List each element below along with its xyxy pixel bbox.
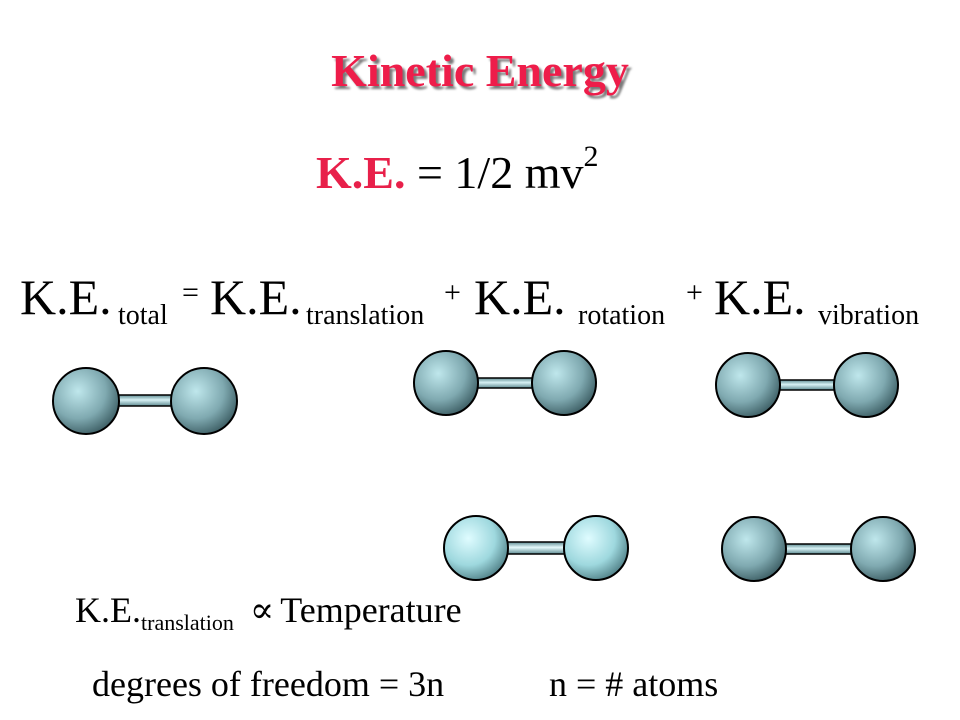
bond: [779, 543, 861, 555]
atom: [715, 352, 781, 418]
ke-translation-subscript: translation: [306, 300, 425, 331]
page-title: Kinetic Energy: [331, 45, 629, 96]
atom: [721, 516, 787, 582]
plus-sign-1: +: [444, 276, 461, 309]
formula-rhs: = 1/2 mv: [405, 147, 584, 198]
molecule-translation-1: [413, 350, 597, 416]
atom: [413, 350, 479, 416]
ke-total-label: K.E.: [20, 269, 112, 325]
proportional-ke-label: K.E.: [75, 590, 141, 630]
atom: [170, 367, 238, 435]
ke-label: K.E.: [316, 147, 406, 198]
plus-sign-2: +: [686, 276, 703, 309]
bond: [109, 394, 181, 407]
ke-translation-label: K.E.: [210, 269, 302, 325]
kinetic-energy-formula: K.E. = 1/2 mv2: [316, 142, 598, 198]
bond: [469, 377, 541, 389]
atom: [563, 515, 629, 581]
ke-rotation-subscript: rotation: [578, 300, 666, 331]
atom: [52, 367, 120, 435]
degrees-of-freedom: degrees of freedom = 3n: [92, 664, 445, 704]
proportional-symbol: ∝: [249, 590, 275, 630]
bond: [773, 379, 837, 391]
atom: [850, 516, 916, 582]
atom: [531, 350, 597, 416]
proportional-relation: K.E.translation ∝Temperature: [75, 590, 462, 634]
formula-exponent: 2: [583, 140, 599, 173]
equals-sign: =: [182, 276, 199, 309]
ke-rotation-label: K.E.: [474, 269, 566, 325]
proportional-rhs: Temperature: [280, 590, 462, 630]
ke-vibration-subscript: vibration: [818, 300, 920, 331]
molecule-rotation-1: [715, 352, 899, 418]
molecule-total: [52, 367, 238, 435]
ke-total-subscript: total: [118, 300, 168, 331]
ke-vibration-label: K.E.: [714, 269, 806, 325]
molecule-vibration: [721, 516, 916, 582]
atom: [833, 352, 899, 418]
proportional-subscript: translation: [141, 610, 234, 635]
bond: [501, 541, 571, 555]
atoms-definition: n = # atoms: [549, 664, 719, 704]
molecule-translation-2: [443, 515, 629, 581]
atom: [443, 515, 509, 581]
